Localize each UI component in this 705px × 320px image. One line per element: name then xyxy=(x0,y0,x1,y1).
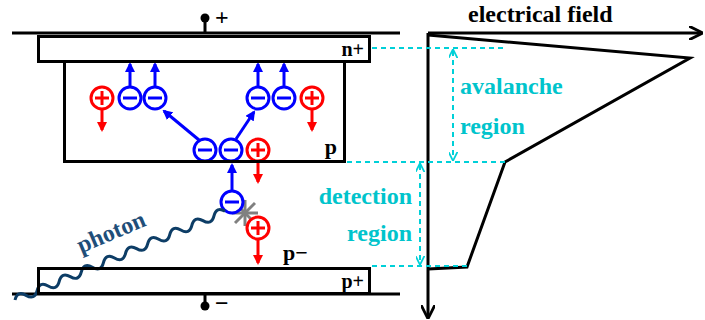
depth-axis xyxy=(427,33,430,316)
electron-arrow xyxy=(236,112,254,139)
electron-arrow xyxy=(283,64,286,86)
electron-symbol xyxy=(119,87,141,109)
hole-arrow xyxy=(257,162,260,182)
guide-line xyxy=(347,161,505,163)
hole-symbol xyxy=(301,87,323,109)
photon-wave xyxy=(13,208,226,304)
field-axis xyxy=(428,32,700,35)
field-axes xyxy=(428,33,700,316)
terminal-sign: + xyxy=(215,5,229,29)
electron-arrows xyxy=(130,64,284,190)
electron-arrow xyxy=(231,165,234,190)
layer-name: p+ xyxy=(341,271,364,291)
hole-arrows xyxy=(102,110,312,263)
layer-name: p xyxy=(325,136,337,158)
electron-arrow xyxy=(257,64,260,86)
electron-arrow xyxy=(154,64,157,86)
contact-wires xyxy=(12,20,400,304)
detection-span xyxy=(419,165,421,263)
terminal-dot xyxy=(201,14,210,23)
axis-title: electrical field xyxy=(468,2,613,26)
photon-wave-path xyxy=(13,208,226,304)
n-plus-layer: n+ xyxy=(37,35,371,63)
terminal-dot xyxy=(201,302,210,311)
region-label: avalanche region xyxy=(460,66,600,146)
electron-arrow xyxy=(164,111,199,140)
hole-symbol xyxy=(247,217,269,239)
guide-line xyxy=(372,47,505,49)
electron-symbol xyxy=(220,139,242,161)
layer-name: n+ xyxy=(341,39,364,59)
photon-label: photon xyxy=(73,207,149,257)
hole-arrow xyxy=(101,110,104,130)
p-layer: p xyxy=(63,60,346,163)
p-plus-layer: p+ xyxy=(37,267,371,295)
electrons xyxy=(119,87,295,213)
layer-label: p− xyxy=(283,242,308,264)
electron-arrow xyxy=(129,64,132,86)
avalanche-span xyxy=(452,51,454,159)
electron-symbol xyxy=(273,87,295,109)
hole-arrow xyxy=(257,240,260,263)
region-label: detection region xyxy=(270,178,412,252)
hole-arrow xyxy=(311,110,314,130)
hole-symbol xyxy=(91,87,113,109)
hole-symbol xyxy=(247,139,269,161)
terminal-sign: − xyxy=(215,291,229,315)
electron-symbol xyxy=(194,139,216,161)
field-profile xyxy=(428,35,690,269)
electron-symbol xyxy=(144,87,166,109)
electron-symbol xyxy=(247,87,269,109)
guide-line xyxy=(372,265,467,267)
